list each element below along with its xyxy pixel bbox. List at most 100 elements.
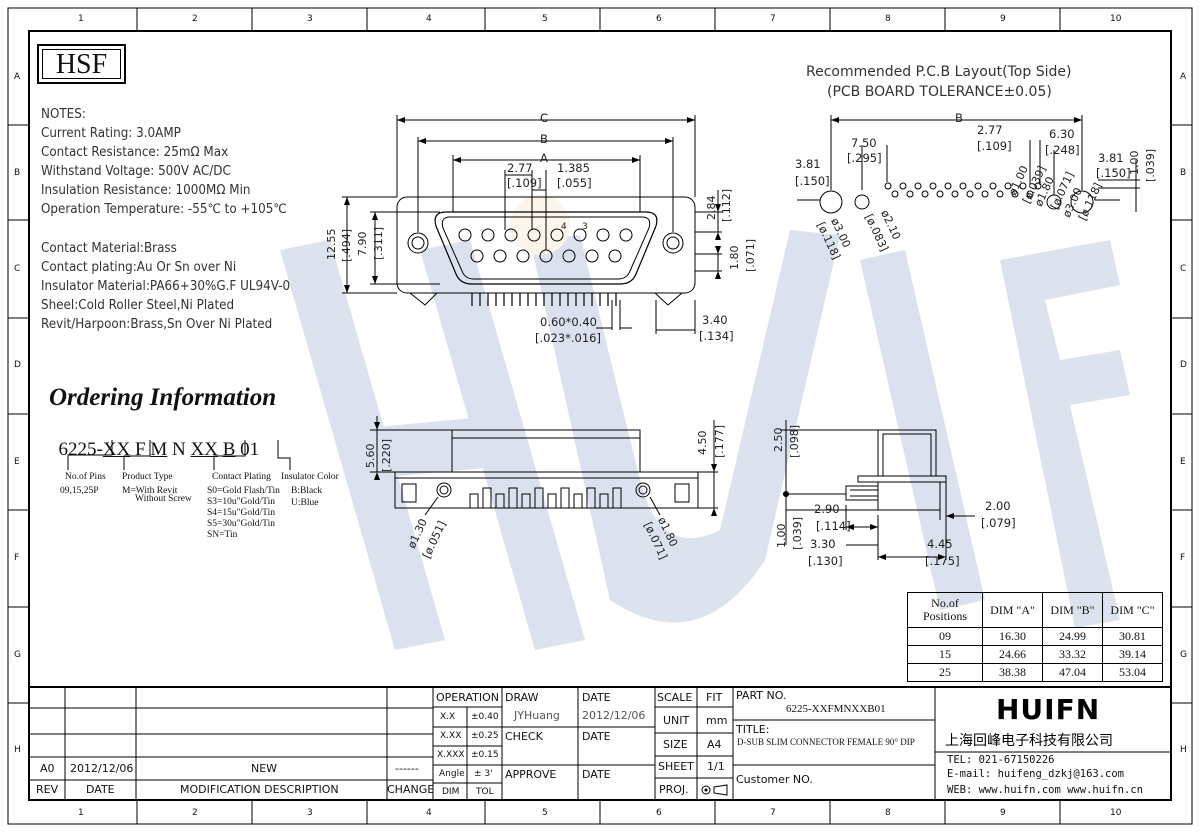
rev-change-value: ------ — [395, 762, 419, 775]
row-label-h-right: H — [1180, 745, 1187, 755]
type-value-2: Without Screw — [135, 494, 192, 504]
rev-value: A0 — [40, 762, 55, 775]
pcb-dim-381-left-inch: [.150] — [795, 174, 830, 188]
check-label: CHECK — [505, 730, 543, 743]
side-dim-290-inch: [.114] — [816, 519, 851, 533]
plating-s4: S4=15u"Gold/Tin — [207, 508, 276, 518]
dim-277: 2.77 — [507, 161, 533, 175]
dimension-table: No.of Positions DIM "A" DIM "B" DIM "C" … — [907, 592, 1163, 682]
draw-date-label: DATE — [582, 691, 611, 704]
note-contact-resistance: Contact Resistance: 25mΩ Max — [41, 145, 229, 160]
front-pin-row-2 — [470, 249, 622, 263]
side-dim-200: 2.00 — [985, 499, 1011, 513]
pcb-tolerance: (PCB BOARD TOLERANCE±0.05) — [827, 84, 1052, 100]
table-cell: 53.04 — [1102, 663, 1163, 682]
code-color: B — [222, 439, 236, 460]
material-sheel: Sheel:Cold Roller Steel,Ni Plated — [41, 298, 235, 313]
insulator-label: Insulator Color — [281, 472, 339, 482]
pcb-dim-381-right-inch: [.150] — [1096, 166, 1131, 180]
company-web[interactable]: WEB: www.huifn.com www.huifn.cn — [947, 784, 1143, 796]
part-no-label: PART NO. — [736, 689, 787, 702]
tol-xx-label: X.X — [440, 712, 456, 722]
approve-date-label: DATE — [582, 768, 611, 781]
table-row: 15 24.66 33.32 39.14 — [907, 645, 1163, 664]
row-label-d: D — [14, 360, 21, 370]
dimension-table-header: No.of Positions DIM "A" DIM "B" DIM "C" — [907, 592, 1163, 628]
rev-date-value: 2012/12/06 — [70, 762, 134, 775]
dim-340-inch: [.134] — [699, 329, 734, 343]
col-label-1-bottom: 1 — [78, 808, 84, 818]
table-cell: 30.81 — [1102, 627, 1163, 646]
type-label: Product Type — [122, 472, 173, 482]
col-label-9-bottom: 9 — [1000, 808, 1006, 818]
dim-340: 3.40 — [702, 313, 728, 327]
col-label-2-bottom: 2 — [192, 808, 198, 818]
notes-heading: NOTES: — [41, 107, 86, 122]
company-email[interactable]: E-mail: huifeng_dzkj@163.com — [947, 768, 1125, 780]
size-label: SIZE — [663, 738, 688, 751]
pcb-dim-277-inch: [.109] — [977, 139, 1012, 153]
type-value-1: M=With Revit — [122, 486, 178, 496]
pins-values: 09,15,25P — [60, 486, 99, 496]
pcb-dim-381-left: 3.81 — [795, 157, 821, 171]
pcb-dim-630-inch: [.248] — [1045, 143, 1080, 157]
sheet-value: 1/1 — [707, 760, 725, 773]
side-dim-445: 4.45 — [927, 537, 953, 551]
plating-s3: S3=10u"Gold/Tin — [207, 497, 276, 507]
dim-c-label: C — [540, 111, 549, 125]
dim-1385: 1.385 — [557, 161, 590, 175]
dim-b-label: B — [540, 132, 548, 146]
side-dim-290: 2.90 — [814, 502, 840, 516]
side-dim-445-inch: [.175] — [925, 554, 960, 568]
row-label-b-right: B — [1180, 168, 1187, 178]
hsf-logo-text: HSF — [42, 49, 121, 80]
col-label-10: 10 — [1110, 14, 1122, 24]
note-withstand-voltage: Withstand Voltage: 500V AC/DC — [41, 164, 231, 179]
note-insulation-resistance: Insulation Resistance: 1000MΩ Min — [41, 183, 251, 198]
row-label-e-right: E — [1180, 457, 1186, 467]
first-angle-projection-icon — [701, 784, 728, 796]
col-label-4-bottom: 4 — [426, 808, 432, 818]
scale-value: FIT — [706, 691, 723, 704]
tol-xxxx-label: X.XXX — [437, 750, 465, 760]
row-label-a-right: A — [1180, 72, 1187, 82]
pcb-dim-750-inch: [.295] — [847, 151, 882, 165]
header-dim-c: DIM "C" — [1102, 592, 1163, 628]
ordering-leaders — [67, 440, 291, 470]
table-cell: 33.32 — [1042, 645, 1103, 664]
unit-value: mm — [706, 714, 728, 727]
sheet-label: SHEET — [658, 760, 694, 773]
code-type: M — [150, 439, 168, 460]
tol-angle-value: ± 3' — [474, 769, 493, 779]
ordering-title: Ordering Information — [49, 384, 277, 411]
col-label-6: 6 — [656, 14, 662, 24]
col-label-1: 1 — [78, 14, 84, 24]
note-operation-temperature: Operation Temperature: -55℃ to +105℃ — [41, 202, 287, 217]
tol-xxx-label: X.XX — [440, 731, 462, 741]
col-label-8: 8 — [885, 14, 891, 24]
table-cell: 25 — [907, 663, 983, 682]
tol-xxxx-value: ±0.15 — [471, 750, 499, 760]
table-cell: 47.04 — [1042, 663, 1103, 682]
row-label-f-right: F — [1180, 553, 1186, 563]
col-label-7-bottom: 7 — [770, 808, 776, 818]
dim-1385-inch: [.055] — [557, 176, 592, 190]
dim-column-label: DIM — [442, 787, 460, 797]
col-label-6-bottom: 6 — [656, 808, 662, 818]
tol-angle-label: Angle — [439, 769, 465, 779]
row-label-h: H — [14, 745, 21, 755]
row-label-f: F — [14, 553, 20, 563]
pcb-dim-630: 6.30 — [1049, 127, 1075, 141]
material-contact: Contact Material:Brass — [41, 241, 177, 256]
header-positions: No.of Positions — [907, 592, 983, 628]
material-revit: Revit/Harpoon:Brass,Sn Over Ni Plated — [41, 317, 273, 332]
plating-s0: S0=Gold Flash/Tin — [207, 486, 280, 496]
tol-xxx-value: ±0.25 — [471, 731, 499, 741]
pcb-dim-381-right: 3.81 — [1098, 151, 1124, 165]
table-cell: 38.38 — [982, 663, 1043, 682]
unit-label: UNIT — [663, 714, 690, 727]
customer-no-label: Customer NO. — [736, 773, 813, 786]
